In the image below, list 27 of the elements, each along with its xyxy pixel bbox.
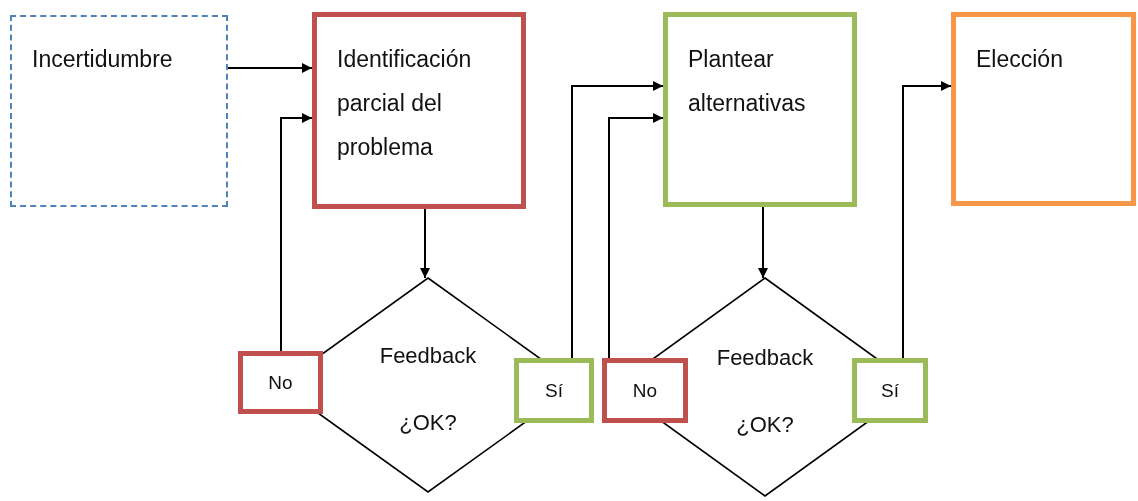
box-label: No	[267, 371, 294, 394]
box-label: Elección	[976, 45, 1064, 74]
box-label: Sí	[544, 379, 564, 402]
decision-label: Feedback	[715, 344, 815, 372]
arrow	[902, 81, 952, 359]
arrow	[608, 113, 664, 359]
box-label: Identificación parcial del problema	[337, 45, 473, 162]
arrow	[280, 113, 313, 352]
process-box	[10, 15, 228, 207]
box-label: No	[631, 379, 659, 402]
process-box	[951, 12, 1136, 206]
process-box	[312, 12, 526, 209]
decision-label: ¿OK?	[735, 411, 795, 439]
arrow	[758, 206, 768, 279]
answer-box	[602, 358, 688, 423]
decision-label: Feedback	[378, 342, 478, 370]
answer-box	[514, 358, 594, 423]
box-label: Incertidumbre	[32, 45, 174, 74]
arrow	[571, 81, 664, 359]
decision-label: ¿OK?	[398, 409, 458, 437]
box-label: Plantear alternativas	[688, 45, 807, 118]
box-label: Sí	[880, 379, 900, 402]
arrow	[420, 208, 430, 279]
arrow	[227, 63, 313, 73]
answer-box	[238, 351, 323, 414]
process-box	[663, 12, 857, 207]
answer-box	[852, 358, 928, 423]
